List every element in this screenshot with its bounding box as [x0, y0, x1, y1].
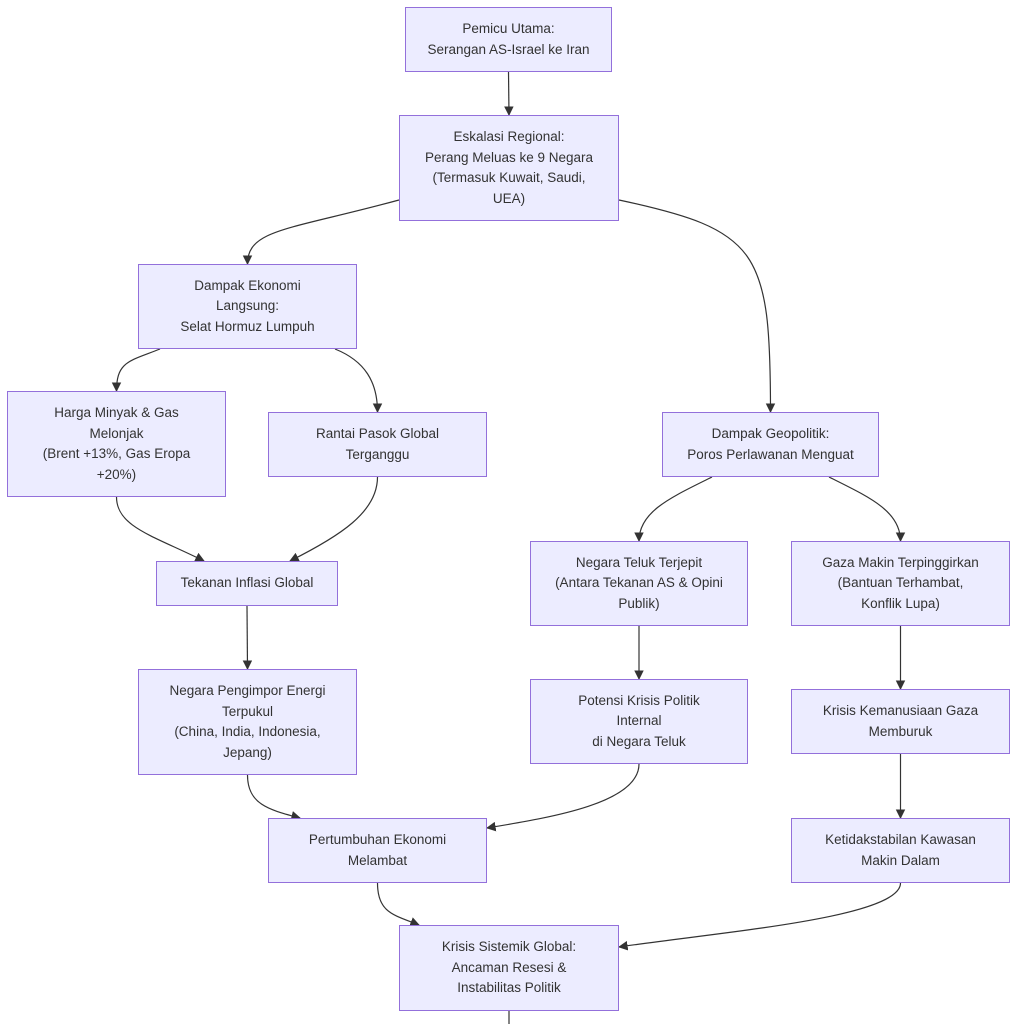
edge-economic-to-oil-gas — [111, 348, 161, 392]
edge-economic-to-supply-chain — [334, 348, 383, 413]
node-economic-impact: Dampak Ekonomi Langsung: Selat Hormuz Lu… — [138, 264, 357, 349]
node-economic-growth-slowing: Pertumbuhan Ekonomi Melambat — [268, 818, 487, 883]
edge-growth-slow-to-systemic — [376, 882, 420, 927]
node-trigger: Pemicu Utama: Serangan AS-Israel ke Iran — [405, 7, 612, 72]
node-oil-gas-prices-label: Harga Minyak & Gas Melonjak (Brent +13%,… — [42, 405, 191, 482]
node-regional-instability-label: Ketidakstabilan Kawasan Makin Dalam — [825, 832, 976, 868]
edge-instability-to-systemic — [618, 882, 902, 951]
edge-geopolitical-to-gulf-squeezed — [634, 476, 713, 542]
node-escalation: Eskalasi Regional: Perang Meluas ke 9 Ne… — [399, 115, 619, 221]
node-escalation-label: Eskalasi Regional: Perang Meluas ke 9 Ne… — [424, 129, 594, 206]
node-geopolitical-impact-label: Dampak Geopolitik: Poros Perlawanan Meng… — [687, 426, 854, 462]
node-oil-gas-prices: Harga Minyak & Gas Melonjak (Brent +13%,… — [7, 391, 226, 497]
node-gaza-humanitarian-crisis-label: Krisis Kemanusiaan Gaza Memburuk — [822, 703, 979, 739]
node-energy-importers-label: Negara Pengimpor Energi Terpukul (China,… — [169, 683, 326, 760]
edge-geopolitical-to-gaza-marginalized — [828, 476, 906, 542]
node-gulf-political-crisis-label: Potensi Krisis Politik Internal di Negar… — [578, 692, 700, 749]
edge-importers-to-growth-slow — [246, 774, 301, 821]
node-gaza-marginalized: Gaza Makin Terpinggirkan (Bantuan Terham… — [791, 541, 1010, 626]
node-global-inflation: Tekanan Inflasi Global — [156, 561, 338, 606]
node-supply-chain: Rantai Pasok Global Terganggu — [268, 412, 487, 477]
node-global-inflation-label: Tekanan Inflasi Global — [180, 575, 314, 591]
node-global-systemic-crisis-label: Krisis Sistemik Global: Ancaman Resesi &… — [441, 939, 577, 996]
edge-inflation-to-importers — [242, 605, 253, 670]
node-trigger-label: Pemicu Utama: Serangan AS-Israel ke Iran — [427, 21, 590, 57]
node-gulf-states-squeezed-label: Negara Teluk Terjepit (Antara Tekanan AS… — [555, 554, 723, 611]
edge-gulf-crisis-to-growth-slow — [486, 763, 640, 832]
node-energy-importers: Negara Pengimpor Energi Terpukul (China,… — [138, 669, 357, 775]
node-gulf-political-crisis: Potensi Krisis Politik Internal di Negar… — [530, 679, 748, 764]
node-global-systemic-crisis: Krisis Sistemik Global: Ancaman Resesi &… — [399, 925, 619, 1011]
edge-escalation-to-geopolitical — [618, 199, 776, 413]
edge-oil-gas-to-inflation — [115, 496, 205, 562]
node-regional-instability: Ketidakstabilan Kawasan Makin Dalam — [791, 818, 1010, 883]
node-gaza-humanitarian-crisis: Krisis Kemanusiaan Gaza Memburuk — [791, 689, 1010, 754]
edge-escalation-to-economic — [242, 199, 400, 265]
node-economic-growth-slowing-label: Pertumbuhan Ekonomi Melambat — [308, 832, 447, 868]
node-geopolitical-impact: Dampak Geopolitik: Poros Perlawanan Meng… — [662, 412, 879, 477]
edge-supply-chain-to-inflation — [289, 476, 379, 562]
node-economic-impact-label: Dampak Ekonomi Langsung: Selat Hormuz Lu… — [180, 277, 315, 334]
node-gaza-marginalized-label: Gaza Makin Terpinggirkan (Bantuan Terham… — [822, 554, 979, 611]
edge-trigger-to-escalation — [504, 71, 514, 116]
node-supply-chain-label: Rantai Pasok Global Terganggu — [315, 426, 440, 462]
node-gulf-states-squeezed: Negara Teluk Terjepit (Antara Tekanan AS… — [530, 541, 748, 626]
